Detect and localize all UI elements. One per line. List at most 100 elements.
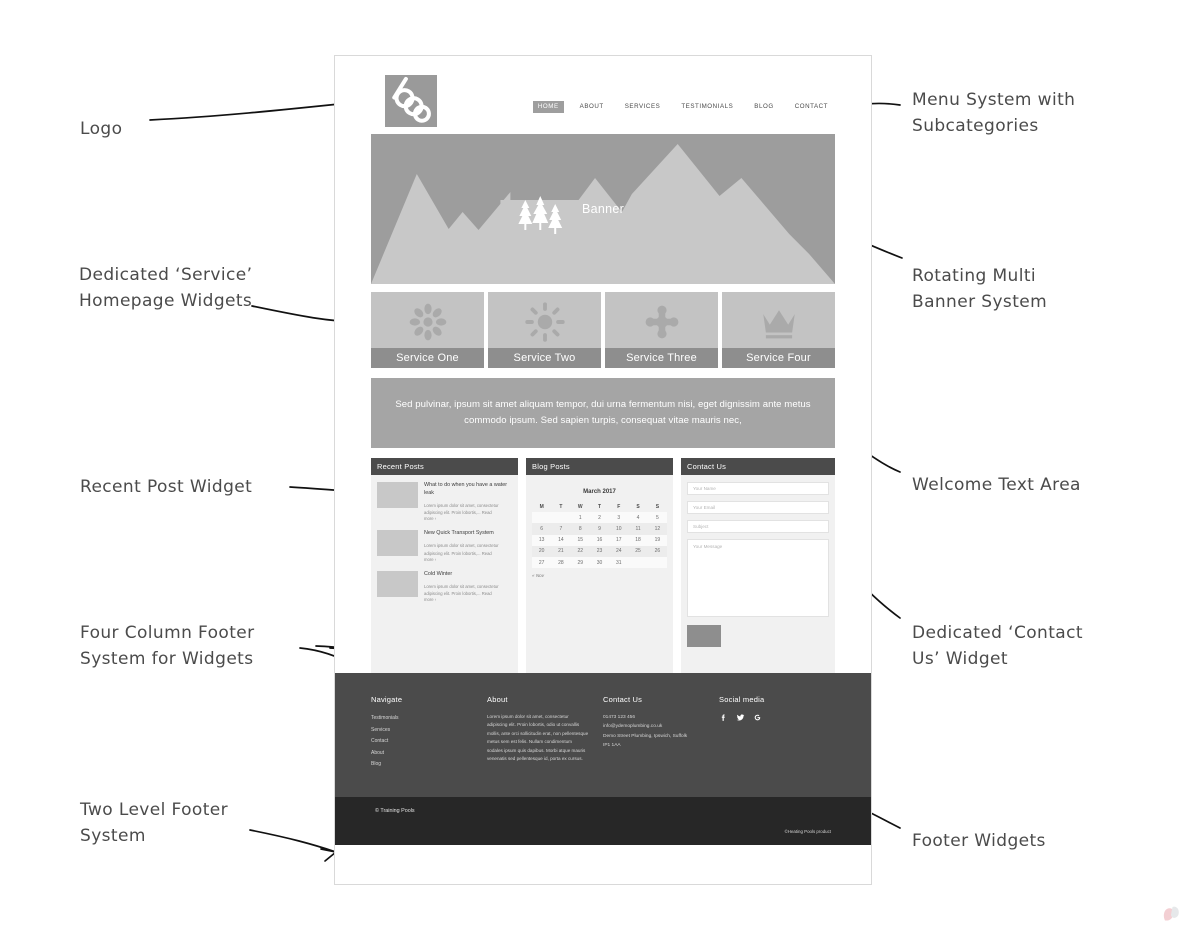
footer-widget-area: Navigate Testimonials Services Contact A… <box>335 673 871 797</box>
calendar-prev-link[interactable]: « Nov <box>532 573 545 579</box>
recent-posts-title: Recent Posts <box>371 458 519 475</box>
list-item[interactable]: What to do when you have a water leak Lo… <box>377 482 512 521</box>
nav-item-contact[interactable]: CONTACT <box>794 103 828 110</box>
calendar-cell[interactable]: 19 <box>654 537 661 544</box>
calendar-cell[interactable]: 30 <box>596 559 603 566</box>
name-field[interactable]: Your Name <box>687 482 829 495</box>
footer-link-blog[interactable]: Blog <box>371 761 382 767</box>
calendar-cell[interactable]: 5 <box>655 514 659 521</box>
annotation-two-level-footer: Two Level Footer System <box>80 800 229 847</box>
calendar-cell[interactable]: 10 <box>616 525 622 532</box>
nav-item-about[interactable]: ABOUT <box>579 103 604 110</box>
flower-icon <box>407 301 449 343</box>
annotation-logo: Logo <box>80 119 123 139</box>
google-plus-icon[interactable] <box>753 713 762 722</box>
nav-item-blog[interactable]: BLOG <box>754 103 774 110</box>
post-read-more[interactable]: more › <box>424 556 437 562</box>
crown-icon <box>758 301 800 343</box>
calendar-cell[interactable]: 20 <box>538 548 545 555</box>
calendar-week-row: 13 14 15 16 17 18 19 <box>532 534 668 546</box>
calendar-cell[interactable]: 21 <box>558 548 564 555</box>
footer-link-contact[interactable]: Contact <box>371 738 389 744</box>
calendar-cell[interactable]: 2 <box>598 514 601 521</box>
calendar-cell[interactable]: 11 <box>635 525 641 532</box>
calendar-cell[interactable]: 25 <box>635 548 641 555</box>
list-item[interactable]: Cold Winter Lorem ipsum dolor sit amet, … <box>377 570 512 603</box>
service-card-three[interactable]: Service Three <box>605 292 718 368</box>
calendar-day-header: S <box>655 503 660 510</box>
calendar-cell[interactable] <box>551 512 570 523</box>
calendar-cell[interactable]: 29 <box>577 559 583 566</box>
calendar-cell[interactable]: 24 <box>616 548 622 555</box>
list-item[interactable]: New Quick Transport System Lorem ipsum d… <box>377 530 512 562</box>
copyright-left: © Training Pools <box>375 807 415 814</box>
calendar-cell[interactable]: 7 <box>559 525 563 532</box>
calendar-cell[interactable]: 4 <box>636 514 640 521</box>
calendar-cell[interactable]: 16 <box>596 537 603 544</box>
calendar-cell[interactable]: 3 <box>617 514 621 521</box>
footer-bottom-bar: © Training Pools ©Heating Pools product <box>335 796 871 845</box>
footer-column-title: Navigate <box>371 695 403 704</box>
footer-link-about[interactable]: About <box>371 749 385 756</box>
email-field[interactable]: Your Email <box>687 501 829 514</box>
post-title[interactable]: Cold Winter <box>424 570 453 577</box>
nav-item-testimonials[interactable]: TESTIMONIALS <box>681 103 734 110</box>
calendar-cell[interactable]: 12 <box>654 525 661 532</box>
submit-button[interactable] <box>687 625 722 647</box>
banner-slider[interactable]: Banner <box>371 134 835 284</box>
nav-item-home[interactable]: HOME <box>532 101 564 114</box>
twitter-icon[interactable] <box>736 713 745 722</box>
calendar-cell[interactable]: 27 <box>538 559 545 566</box>
logo-icon <box>392 76 431 123</box>
service-widgets: Service One Ser <box>371 292 835 368</box>
calendar-cell[interactable]: 8 <box>578 525 582 532</box>
main-navigation[interactable]: HOME ABOUT SERVICES TESTIMONIALS BLOG CO… <box>532 101 833 114</box>
post-title[interactable]: New Quick Transport System <box>424 530 494 537</box>
annotation-four-col-footer: Four Column Footer System for Widgets <box>80 623 255 670</box>
calendar-cell[interactable]: 18 <box>635 537 641 544</box>
calendar-cell[interactable]: 22 <box>577 548 583 555</box>
message-field[interactable]: Your Message <box>687 539 829 617</box>
service-card-two[interactable]: Service Two <box>488 292 601 368</box>
annotation-contact-widget: Dedicated ‘Contact Us’ Widget <box>912 623 1083 670</box>
footer-about-text: Lorem ipsum dolor sit amet, consectetur … <box>487 714 589 762</box>
calendar-table[interactable]: M T W T F S S 1 <box>532 501 668 569</box>
calendar-cell[interactable] <box>532 512 551 523</box>
calendar-cell[interactable] <box>648 557 667 568</box>
annotation-footer-widgets: Footer Widgets <box>912 831 1046 851</box>
calendar-week-row: 27 28 29 30 31 <box>532 556 668 569</box>
calendar-cell[interactable]: 15 <box>577 537 583 544</box>
calendar-cell[interactable]: 1 <box>578 514 582 521</box>
post-title[interactable]: What to do when you have a water leak <box>424 482 508 496</box>
calendar-cell[interactable]: 6 <box>540 525 544 532</box>
calendar-cell[interactable]: 14 <box>558 537 564 544</box>
footer-link-testimonials[interactable]: Testimonials <box>371 715 399 721</box>
service-card-four[interactable]: Service Four <box>722 292 835 368</box>
footer-column-contact: Contact Us 01473 123 456 info@ydemoplumb… <box>603 695 719 771</box>
logo[interactable] <box>385 75 437 127</box>
footer-column-social: Social media <box>719 695 835 771</box>
calendar-week-row: 1 2 3 4 5 <box>532 512 668 524</box>
calendar-cell[interactable]: 28 <box>558 559 564 566</box>
post-thumbnail <box>377 530 418 557</box>
calendar-cell[interactable]: 31 <box>616 559 622 566</box>
calendar-cell[interactable]: 23 <box>596 548 603 555</box>
annotation-banner-system: Rotating Multi Banner System <box>912 266 1048 313</box>
calendar-cell[interactable]: 17 <box>616 537 622 544</box>
footer-column-title: Contact Us <box>603 695 643 704</box>
service-card-one[interactable]: Service One <box>371 292 484 368</box>
mountain-illustration <box>371 134 835 284</box>
facebook-icon[interactable] <box>719 713 728 722</box>
post-read-more[interactable]: more › <box>424 516 437 522</box>
footer-link-services[interactable]: Services <box>371 726 391 733</box>
calendar-cell[interactable]: 13 <box>538 537 545 544</box>
calendar-cell[interactable] <box>628 557 647 568</box>
post-read-more[interactable]: more › <box>424 597 437 603</box>
calendar-cell[interactable]: 9 <box>598 525 601 532</box>
footer-contact-email[interactable]: info@ydemoplumbing.co.uk <box>603 724 663 730</box>
calendar-body: March 2017 M T W T F S S <box>526 475 673 673</box>
nav-item-services[interactable]: SERVICES <box>624 103 661 110</box>
calendar-cell[interactable]: 26 <box>654 548 661 555</box>
subject-field[interactable]: Subject <box>687 520 829 533</box>
footer-column-title: About <box>487 695 508 704</box>
